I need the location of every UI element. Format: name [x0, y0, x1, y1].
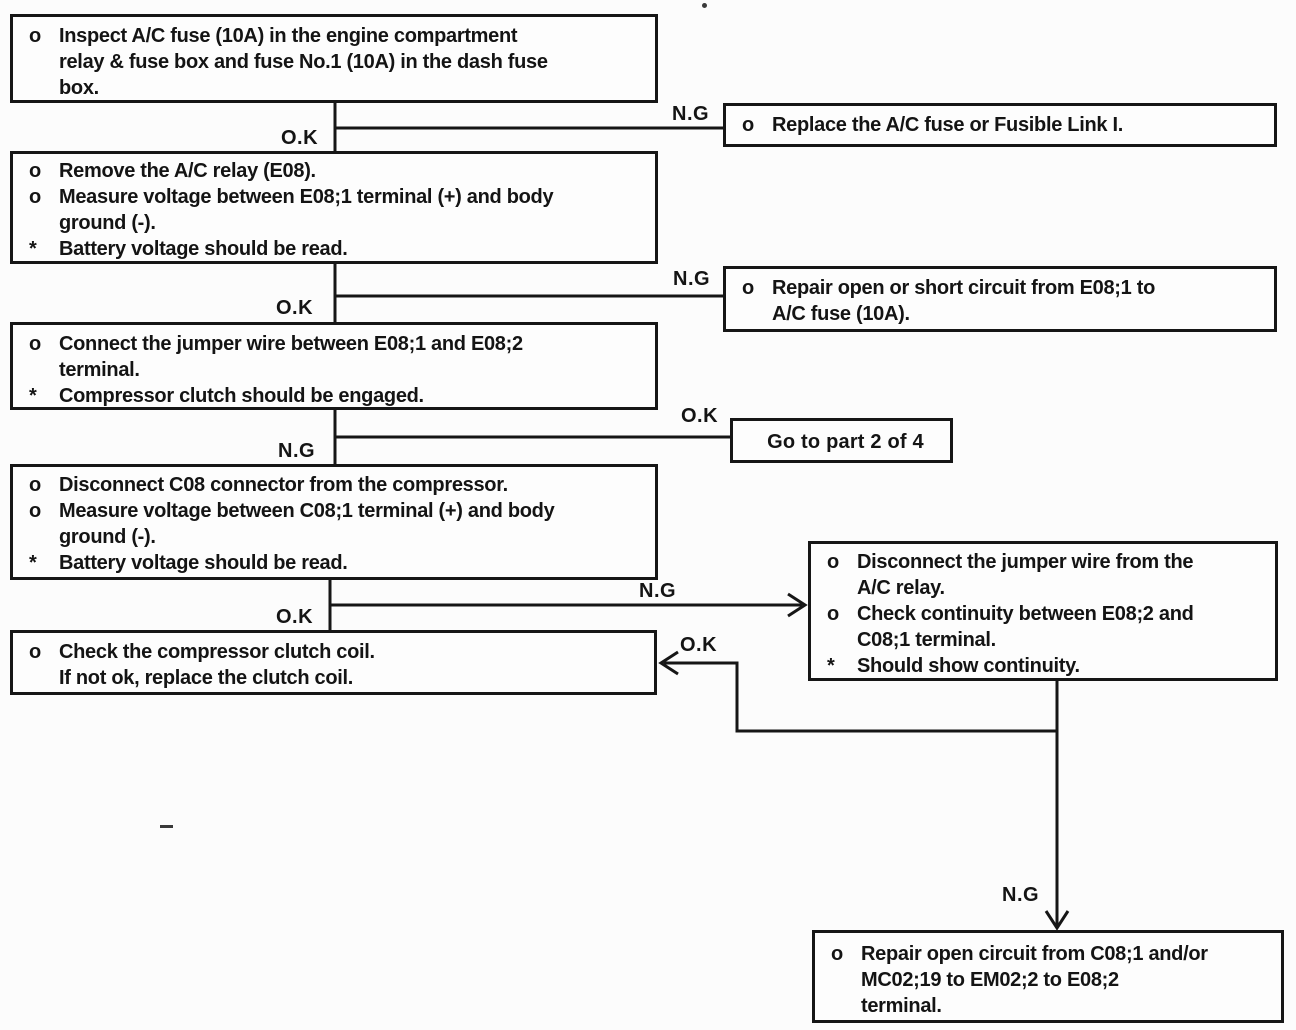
box-replace-fuse: o Replace the A/C fuse or Fusible Link I.	[723, 103, 1277, 147]
label-step1-ng: N.G	[672, 103, 710, 125]
bullet-marker: o	[29, 160, 41, 182]
bullet-marker: o	[827, 551, 839, 573]
label-step4-ng: N.G	[639, 580, 677, 602]
scan-artifact	[160, 825, 173, 828]
scan-artifact	[702, 3, 707, 8]
bullet-marker	[29, 665, 59, 691]
box-text-line: Compressor clutch should be engaged.	[59, 385, 424, 407]
box-text-line: Battery voltage should be read.	[59, 238, 348, 260]
box-text-line: Measure voltage between E08;1 terminal (…	[59, 186, 554, 208]
arrowhead-right-icon	[787, 592, 808, 618]
box-repair-open-circuit: o Repair open circuit from C08;1 and/or M…	[812, 930, 1284, 1023]
bullet-marker: o	[742, 114, 754, 136]
box-text-line: Inspect A/C fuse (10A) in the engine com…	[59, 25, 518, 47]
bullet-marker	[29, 357, 59, 383]
bullet-marker: o	[742, 277, 754, 299]
bullet-marker	[742, 301, 772, 327]
box-text-line: terminal.	[59, 359, 140, 381]
box-connect-jumper: o Connect the jumper wire between E08;1 a…	[10, 322, 658, 410]
box-text-line: MC02;19 to EM02;2 to E08;2	[861, 969, 1119, 991]
bullet-marker: o	[29, 641, 41, 663]
bullet-marker: o	[827, 603, 839, 625]
box-text-line: Disconnect the jumper wire from the	[857, 551, 1194, 573]
bullet-marker	[29, 524, 59, 550]
box-text-line: Should show continuity.	[857, 655, 1080, 677]
bullet-marker: *	[29, 385, 37, 407]
bullet-marker	[831, 967, 861, 993]
arrowhead-left-icon	[658, 650, 679, 676]
label-continuity-ok: O.K	[680, 634, 718, 656]
box-text-line: Repair open or short circuit from E08;1 …	[772, 277, 1156, 299]
bullet-marker	[827, 575, 857, 601]
label-step4-ok: O.K	[276, 606, 314, 628]
bullet-marker	[29, 49, 59, 75]
box-text-line: Disconnect C08 connector from the compre…	[59, 474, 508, 496]
box-text-line: Replace the A/C fuse or Fusible Link I.	[772, 114, 1123, 136]
box-text-line: A/C fuse (10A).	[772, 303, 910, 325]
bullet-marker: o	[29, 474, 41, 496]
box-text-line: If not ok, replace the clutch coil.	[59, 667, 354, 689]
bullet-marker	[29, 210, 59, 236]
box-text-line: Measure voltage between C08;1 terminal (…	[59, 500, 555, 522]
box-text-line: C08;1 terminal.	[857, 629, 996, 651]
box-text-line: ground (-).	[59, 526, 156, 548]
box-text-line: Battery voltage should be read.	[59, 552, 348, 574]
box-goto-part2: Go to part 2 of 4	[730, 418, 953, 463]
box-disconnect-c08: o Disconnect C08 connector from the compr…	[10, 464, 658, 580]
bullet-marker: *	[29, 238, 37, 260]
box-text-line: ground (-).	[59, 212, 156, 234]
arrowhead-down-icon	[1044, 910, 1070, 931]
box-text-line: terminal.	[861, 995, 942, 1017]
box-text-line: Check continuity between E08;2 and	[857, 603, 1194, 625]
bullet-marker	[831, 993, 861, 1019]
bullet-marker: o	[29, 186, 41, 208]
label-step3-ok: O.K	[681, 405, 719, 427]
box-text-line: box.	[59, 77, 99, 99]
goto-text: Go to part 2 of 4	[767, 431, 924, 453]
bullet-marker	[827, 627, 857, 653]
bullet-marker: o	[29, 500, 41, 522]
box-text-line: A/C relay.	[857, 577, 945, 599]
box-inspect-fuse: o Inspect A/C fuse (10A) in the engine co…	[10, 14, 658, 103]
bullet-marker: *	[827, 655, 835, 677]
box-text-line: Check the compressor clutch coil.	[59, 641, 375, 663]
box-text-line: Remove the A/C relay (E08).	[59, 160, 316, 182]
bullet-marker: o	[29, 333, 41, 355]
bullet-marker: *	[29, 552, 37, 574]
bullet-marker: o	[831, 943, 843, 965]
label-step3-ng: N.G	[278, 440, 316, 462]
label-step2-ok: O.K	[276, 297, 314, 319]
box-repair-short-circuit: o Repair open or short circuit from E08;1…	[723, 266, 1277, 332]
box-text-line: relay & fuse box and fuse No.1 (10A) in …	[59, 51, 548, 73]
box-check-continuity: o Disconnect the jumper wire from the A/C…	[808, 541, 1278, 681]
box-text-line: Connect the jumper wire between E08;1 an…	[59, 333, 523, 355]
box-text-line: Repair open circuit from C08;1 and/or	[861, 943, 1208, 965]
box-check-clutch-coil: o Check the compressor clutch coil. If no…	[10, 630, 657, 695]
bullet-marker	[29, 75, 59, 101]
bullet-marker: o	[29, 25, 41, 47]
label-step2-ng: N.G	[673, 268, 711, 290]
label-step1-ok: O.K	[281, 127, 319, 149]
label-continuity-ng: N.G	[1002, 884, 1040, 906]
